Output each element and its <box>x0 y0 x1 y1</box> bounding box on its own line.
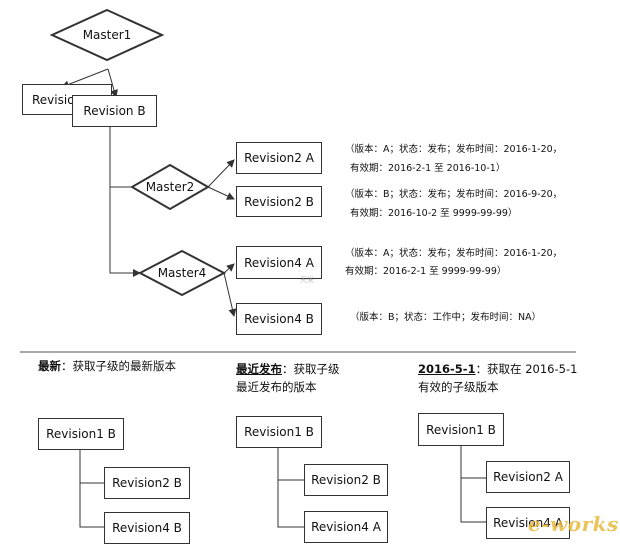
caption-latest: 最新：获取子级的最新版本 <box>38 358 208 376</box>
master1-diamond <box>49 8 165 62</box>
node-revision-b: Revision B <box>72 95 157 127</box>
note-r4a-line1: （版本：A；状态：发布；发布时间：2016-1-20， <box>345 248 563 259</box>
edge-master2-to-r2a <box>207 159 235 188</box>
note-r2b-line2: 有效期：2016-10-2 至 9999-99-99） <box>350 208 518 219</box>
latest-parent-node: Revision1 B <box>38 418 124 450</box>
edge-master1-to-rev-b <box>107 68 118 98</box>
edge-revb-to-master4 <box>109 187 141 277</box>
caption-released: 最近发布：获取子级最近发布的版本 <box>236 361 344 397</box>
edge-latest-tree <box>79 450 104 528</box>
released-parent-node: Revision1 B <box>236 416 322 448</box>
edge-dated-tree <box>460 446 486 523</box>
watermark-small: 天米 <box>300 276 314 284</box>
master2-label: Master2 <box>145 180 195 194</box>
caption-released-bold: 最近发布 <box>236 362 282 376</box>
master1-label: Master1 <box>82 28 132 42</box>
caption-latest-bold: 最新 <box>38 359 61 373</box>
released-child1-node: Revision2 B <box>304 464 388 496</box>
edge-revb-trunk <box>109 127 132 188</box>
edge-master4-to-r4a <box>223 263 235 274</box>
note-r2a-line2: 有效期：2016-2-1 至 2016-10-1） <box>350 163 506 174</box>
latest-child2-node: Revision4 B <box>104 512 190 544</box>
watermark-logo: e-works <box>528 512 619 536</box>
caption-dated-bold: 2016-5-1 <box>418 362 476 376</box>
caption-dated: 2016-5-1：获取在 2016-5-1 有效的子级版本 <box>418 361 578 397</box>
note-r2a-line1: （版本：A；状态：发布；发布时间：2016-1-20， <box>345 144 563 155</box>
node-revision2-a: Revision2 A <box>236 142 322 174</box>
edge-released-tree <box>277 448 304 528</box>
released-child2-node: Revision4 A <box>304 511 388 543</box>
note-r4a-line2: 有效期：2016-2-1 至 9999-99-99） <box>345 266 507 277</box>
master2-diamond <box>130 163 210 211</box>
caption-latest-rest: ：获取子级的最新版本 <box>61 359 176 373</box>
master4-diamond <box>137 249 227 297</box>
node-revision4-a: Revision4 A <box>236 246 322 279</box>
latest-child1-node: Revision2 B <box>104 467 190 499</box>
master4-label: Master4 <box>157 266 207 280</box>
edge-master2-to-r2b <box>207 186 235 200</box>
note-r4b-line1: （版本：B；状态：工作中；发布时间：NA） <box>350 312 542 323</box>
dated-child1-node: Revision2 A <box>486 461 570 493</box>
dated-parent-node: Revision1 B <box>418 413 504 446</box>
caption-dated-rest: ：获取在 2016-5-1 有效的子级版本 <box>418 362 578 394</box>
caption-released-rest: ：获取子级最近发布的版本 <box>236 362 340 394</box>
edge-master4-to-r4b <box>223 272 237 317</box>
node-revision2-b: Revision2 B <box>236 186 322 217</box>
dated-child2-node: Revision4 A <box>486 507 570 539</box>
node-revision4-b: Revision4 B <box>236 303 322 335</box>
note-r2b-line1: （版本：B；状态：发布；发布时间：2016-9-20， <box>345 189 563 200</box>
